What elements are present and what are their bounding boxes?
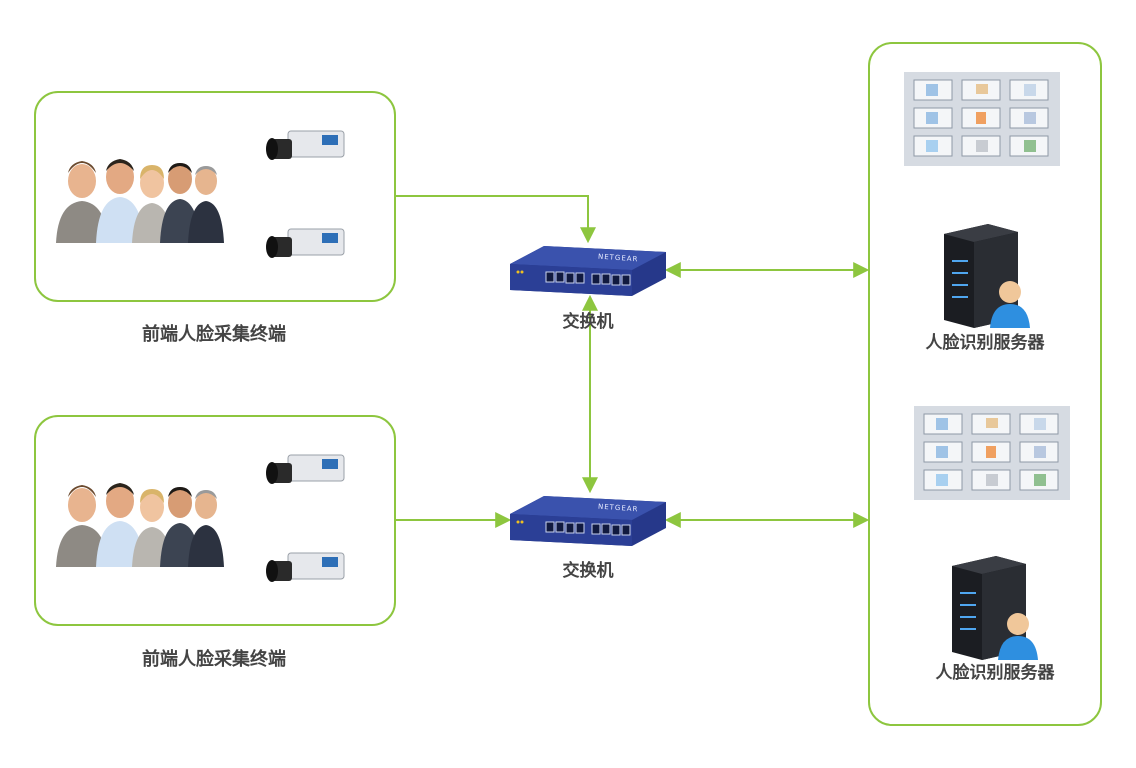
network-switch-2: NETGEAR [508, 492, 668, 550]
switch-label-2: 交换机 [562, 561, 614, 581]
app-screen-icon [914, 406, 1070, 500]
servers-container: 人脸识别服务器 人脸识别服务器 [868, 42, 1102, 726]
server-label-1: 人脸识别服务器 [925, 333, 1045, 353]
people-group-icon [56, 483, 224, 567]
camera-icon [266, 228, 345, 258]
server-label-2: 人脸识别服务器 [935, 663, 1055, 683]
front-terminal-box-1 [34, 91, 396, 302]
camera-icon [266, 130, 345, 160]
switch-label-1: 交换机 [562, 312, 614, 332]
app-screen-icon [904, 72, 1060, 166]
front-terminal-box-2 [34, 415, 396, 626]
front-terminal-label-1: 前端人脸采集终端 [142, 324, 286, 345]
network-switch-1: NETGEAR [508, 242, 668, 300]
people-group-icon [56, 159, 224, 243]
front-terminal-label-2: 前端人脸采集终端 [142, 649, 286, 670]
camera-icon [266, 454, 345, 484]
server-tower-icon [944, 224, 1030, 328]
camera-icon [266, 552, 345, 582]
server-tower-icon [952, 556, 1038, 660]
link-terminal1-switch1 [396, 195, 596, 244]
